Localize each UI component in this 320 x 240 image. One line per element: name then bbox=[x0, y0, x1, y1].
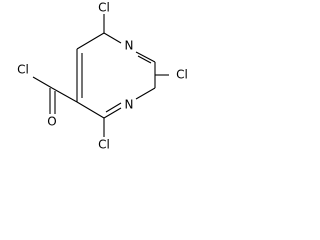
atom-n-top: N bbox=[125, 39, 134, 53]
bond-carbonyl-cl bbox=[32, 76, 53, 89]
atom-cl-bottom: Cl bbox=[98, 138, 110, 152]
atom-cl-acyl: Cl bbox=[17, 63, 29, 77]
bond-c4-n3 bbox=[103, 32, 122, 44]
bond-c2-n1 bbox=[135, 87, 156, 100]
bond-n3-c2 bbox=[135, 51, 156, 63]
bond-n1-c6-inner bbox=[105, 102, 122, 113]
atom-cl-right: Cl bbox=[176, 68, 188, 82]
structure-canvas: Cl N Cl N Cl Cl O bbox=[0, 0, 204, 155]
bond-c5-carbonyl bbox=[51, 87, 78, 103]
bond-n3-c2-inner bbox=[137, 55, 152, 64]
molecule-drawing: Cl N Cl N Cl Cl O bbox=[17, 1, 188, 152]
atom-o-carbonyl: O bbox=[47, 115, 56, 129]
atom-cl-top: Cl bbox=[98, 1, 110, 15]
bond-n1-c6 bbox=[103, 107, 122, 119]
bond-c6-c5 bbox=[76, 101, 105, 119]
atom-n-bottom: N bbox=[125, 98, 134, 112]
bond-c4-c5-top bbox=[76, 32, 105, 50]
